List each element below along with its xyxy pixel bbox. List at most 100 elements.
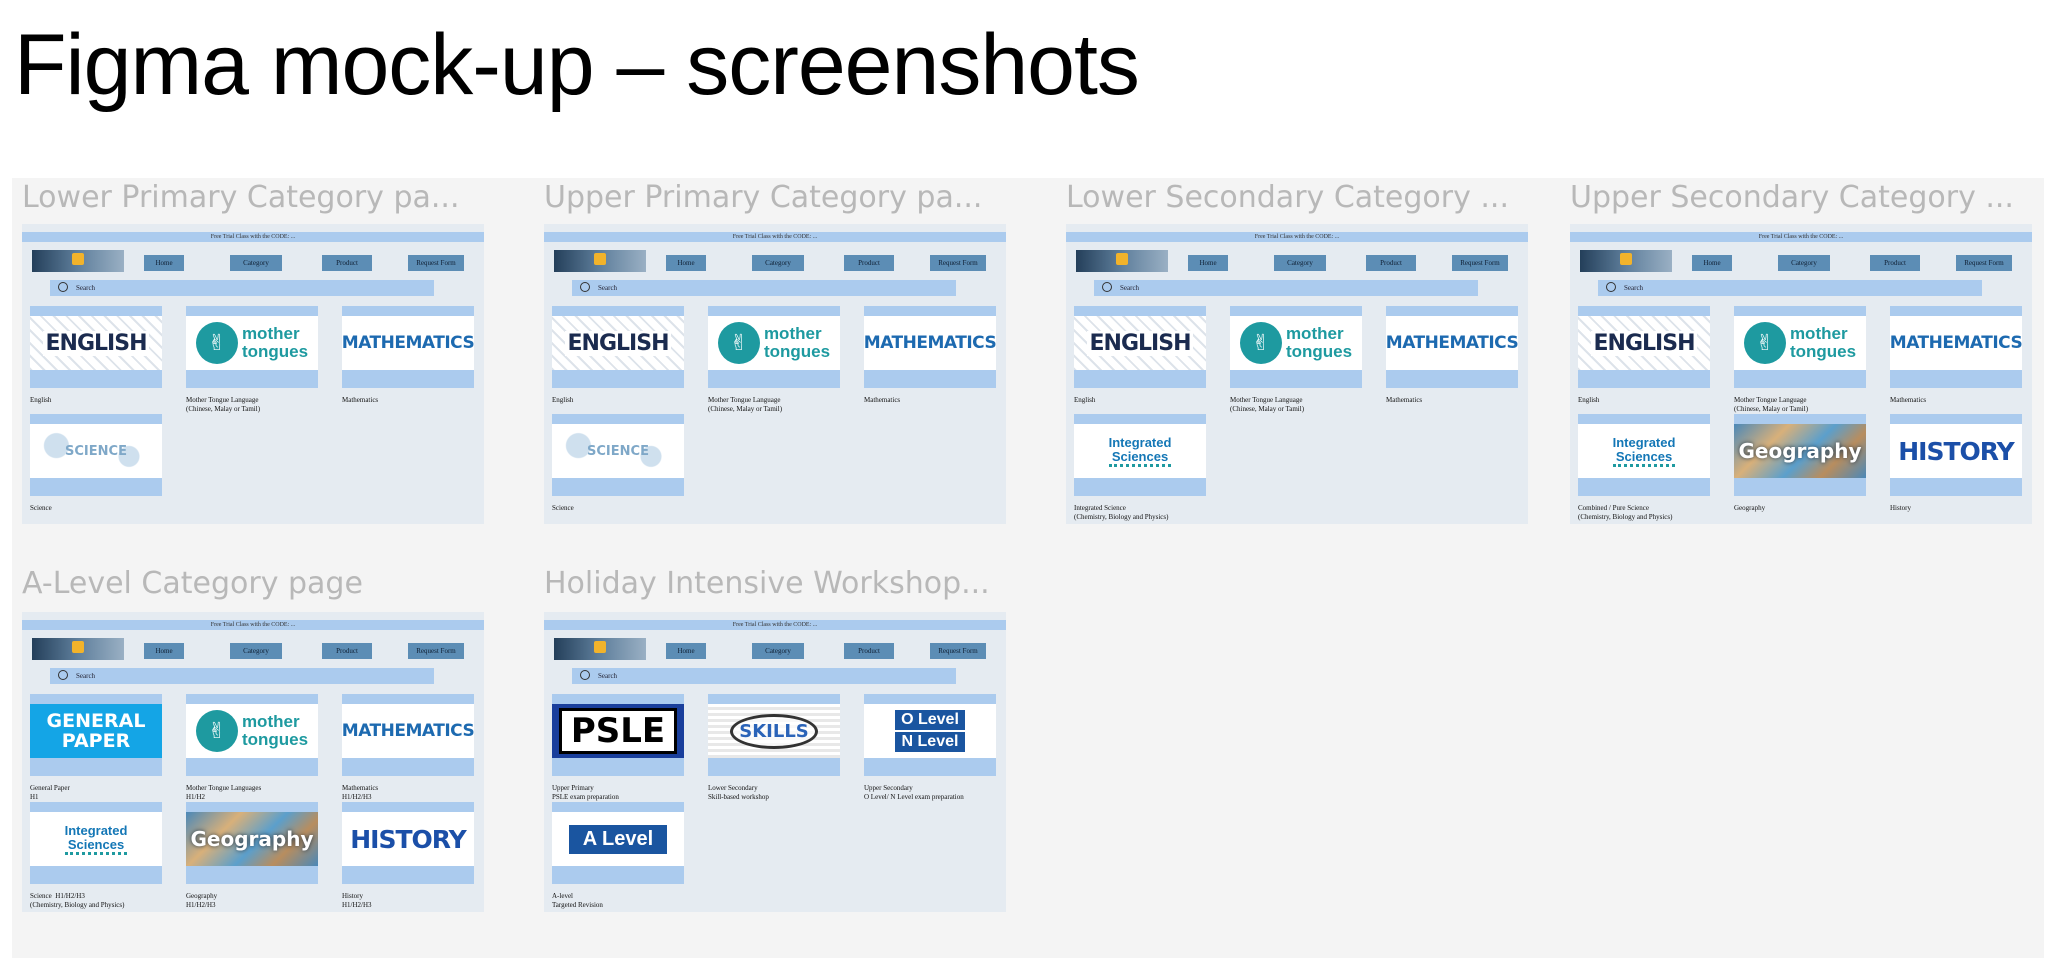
site-logo[interactable] [32, 250, 124, 272]
category-card[interactable]: ✌mother tongues [186, 694, 318, 776]
category-card[interactable]: MATHEMATICS [864, 306, 996, 388]
category-card-label: Geography H1/H2/H3 [186, 892, 218, 909]
frame-label[interactable]: A-Level Category page [22, 566, 363, 601]
frame-label[interactable]: Upper Primary Category pa... [544, 180, 983, 215]
nav-request-form-button[interactable]: Request Form [1452, 255, 1508, 271]
category-card[interactable]: Geography [186, 802, 318, 884]
category-card[interactable]: Integrated Sciences [1578, 414, 1710, 496]
category-card[interactable]: ENGLISH [1578, 306, 1710, 388]
nav-category-button[interactable]: Category [1274, 255, 1326, 271]
search-bar[interactable]: Search [572, 280, 956, 296]
mother-tongues-logo-icon: ✌ [1239, 322, 1282, 364]
mother-tongues-thumbnail: ✌mother tongues [708, 316, 840, 370]
nav-request-form-button[interactable]: Request Form [1956, 255, 2012, 271]
category-card[interactable]: ENGLISH [1074, 306, 1206, 388]
search-icon [580, 282, 590, 292]
geography-thumbnail: Geography [186, 812, 318, 866]
category-card[interactable]: ✌mother tongues [186, 306, 318, 388]
search-bar[interactable]: Search [1094, 280, 1478, 296]
nav-category-button[interactable]: Category [752, 255, 804, 271]
psle-thumbnail: PSLE [552, 704, 684, 758]
nav-request-form-button[interactable]: Request Form [408, 255, 464, 271]
nav-product-button[interactable]: Product [1366, 255, 1416, 271]
category-card[interactable]: SCIENCE [552, 414, 684, 496]
category-card-label: English [30, 396, 52, 404]
nav-request-form-button[interactable]: Request Form [408, 643, 464, 659]
nav-product-button[interactable]: Product [844, 255, 894, 271]
nav-product-button[interactable]: Product [322, 255, 372, 271]
nav-home-button[interactable]: Home [666, 255, 706, 271]
nav-request-form-button[interactable]: Request Form [930, 643, 986, 659]
category-card[interactable]: ✌mother tongues [1734, 306, 1866, 388]
search-bar[interactable]: Search [50, 668, 434, 684]
category-card[interactable]: A Level [552, 802, 684, 884]
category-card[interactable]: Geography [1734, 414, 1866, 496]
nav-home-button[interactable]: Home [666, 643, 706, 659]
promo-banner: Free Trial Class with the CODE: ... [1066, 232, 1528, 242]
category-card[interactable]: ENGLISH [552, 306, 684, 388]
category-card-label: English [1578, 396, 1600, 404]
category-card[interactable]: Integrated Sciences [1074, 414, 1206, 496]
category-card[interactable]: MATHEMATICS [342, 306, 474, 388]
category-card[interactable]: SKILLS [708, 694, 840, 776]
search-input[interactable]: Search [76, 284, 96, 292]
search-icon [1102, 282, 1112, 292]
category-card[interactable]: MATHEMATICS [1890, 306, 2022, 388]
search-input[interactable]: Search [76, 672, 96, 680]
search-bar[interactable]: Search [572, 668, 956, 684]
category-card[interactable]: MATHEMATICS [1386, 306, 1518, 388]
search-input[interactable]: Search [1120, 284, 1140, 292]
nav-category-button[interactable]: Category [752, 643, 804, 659]
category-card[interactable]: ✌mother tongues [1230, 306, 1362, 388]
category-card[interactable]: HISTORY [342, 802, 474, 884]
site-logo[interactable] [32, 638, 124, 660]
category-card-label: Upper Primary PSLE exam preparation [552, 784, 619, 801]
site-logo[interactable] [554, 638, 646, 660]
search-bar[interactable]: Search [1598, 280, 1982, 296]
site-logo[interactable] [1076, 250, 1168, 272]
search-input[interactable]: Search [598, 284, 618, 292]
nav-product-button[interactable]: Product [322, 643, 372, 659]
nav-category-button[interactable]: Category [1778, 255, 1830, 271]
site-logo[interactable] [554, 250, 646, 272]
site-logo[interactable] [1580, 250, 1672, 272]
category-card[interactable]: GENERAL PAPER [30, 694, 162, 776]
nav-home-button[interactable]: Home [144, 255, 184, 271]
nav-home-button[interactable]: Home [144, 643, 184, 659]
nav-home-button[interactable]: Home [1188, 255, 1228, 271]
promo-banner: Free Trial Class with the CODE: ... [544, 620, 1006, 630]
category-card[interactable]: ENGLISH [30, 306, 162, 388]
mockup-frame[interactable]: Free Trial Class with the CODE: ... Home C… [1066, 224, 1528, 524]
thumbnail-text: mother tongues [1285, 324, 1353, 361]
frame-label[interactable]: Holiday Intensive Workshop... [544, 566, 990, 601]
thumbnail-text: Geography [1738, 439, 1862, 463]
nav-product-button[interactable]: Product [844, 643, 894, 659]
category-card[interactable]: MATHEMATICS [342, 694, 474, 776]
search-input[interactable]: Search [1624, 284, 1644, 292]
category-card[interactable]: PSLE [552, 694, 684, 776]
search-bar[interactable]: Search [50, 280, 434, 296]
nav-category-button[interactable]: Category [230, 643, 282, 659]
category-card[interactable]: SCIENCE [30, 414, 162, 496]
category-card[interactable]: HISTORY [1890, 414, 2022, 496]
category-card-label: Upper Secondary O Level/ N Level exam pr… [864, 784, 964, 801]
search-input[interactable]: Search [598, 672, 618, 680]
frame-label[interactable]: Lower Secondary Category ... [1066, 180, 1509, 215]
category-card[interactable]: ✌mother tongues [708, 306, 840, 388]
nav-home-button[interactable]: Home [1692, 255, 1732, 271]
mother-tongues-logo-icon: ✌ [195, 322, 238, 364]
frame-label[interactable]: Upper Secondary Category ... [1570, 180, 2014, 215]
history-thumbnail: HISTORY [1890, 424, 2022, 478]
nav-category-button[interactable]: Category [230, 255, 282, 271]
category-card[interactable]: Integrated Sciences [30, 802, 162, 884]
mockup-frame[interactable]: Free Trial Class with the CODE: ... Home C… [544, 612, 1006, 912]
a-level-thumbnail: A Level [552, 812, 684, 866]
nav-request-form-button[interactable]: Request Form [930, 255, 986, 271]
frame-label[interactable]: Lower Primary Category pa... [22, 180, 460, 215]
nav-product-button[interactable]: Product [1870, 255, 1920, 271]
